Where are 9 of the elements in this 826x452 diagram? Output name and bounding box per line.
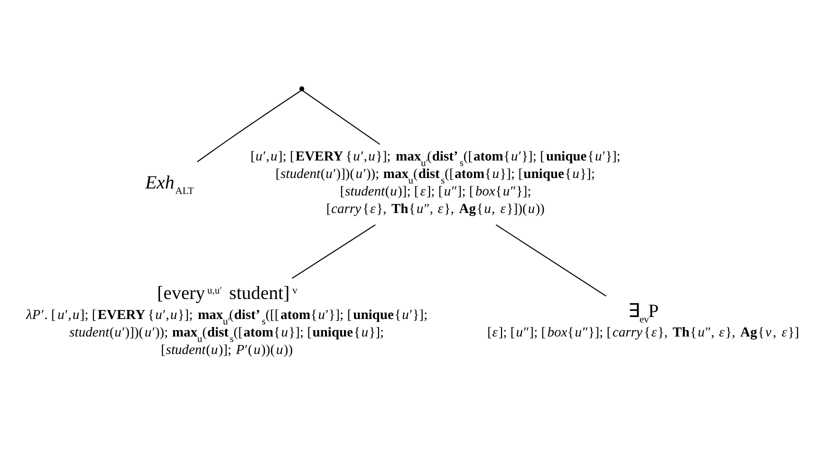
connector xyxy=(496,224,607,297)
connector xyxy=(292,224,376,279)
node-text: Exh$_{ALT}$ xyxy=(145,172,194,197)
node-point xyxy=(299,86,304,92)
node-text: ∃$_{ev}$P [ε]; [u″]; [box{u″}]; [carry{ε}, Th{u″, ε}, Ag{v, ε}] xyxy=(487,300,800,340)
connector xyxy=(196,90,302,162)
connector xyxy=(302,90,380,145)
node-text: [u′,u]; [EVERY{u′,u}]; max$_{u′}$(dist’$_{s}$([atom{u′}]; [unique{u′}]; [student(u′)])(u′)); max$_{u}$(dist$_{s}$([atom{u}]; [unique{u}]; [student(u)]; [ε]; [u″]; [box{u″}]; [carry{ε}, Th{u″, ε}, Ag{u, ε}])(u)) xyxy=(250,148,621,216)
node-text: [every$^{u,u′}$ student]$^{v}$ λP′. [u′,u]; [EVERY{u′,u}]; max$_{u′}$(dist’$_{s}$([[atom{u′}]; [unique{u′}]; student(u′)])(u′)); max$_{u}$(dist$_{s}$([atom{u}]; [unique{u}]; [student(u)]; P′(u))(u)) xyxy=(26,283,428,358)
